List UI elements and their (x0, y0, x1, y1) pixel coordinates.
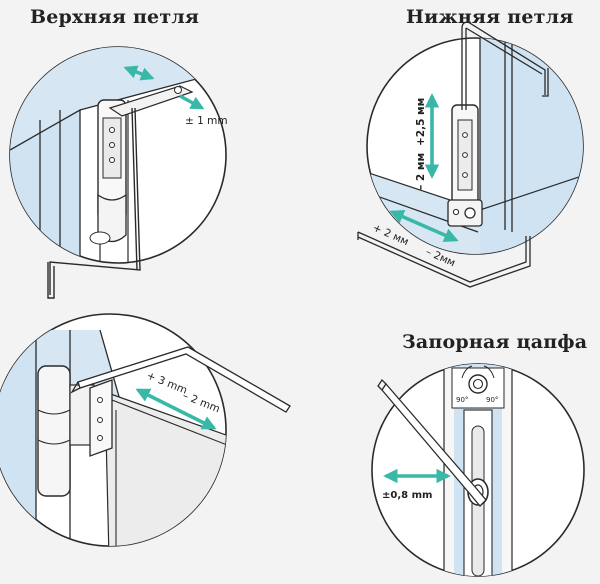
title-lock-trunnion: Запорная цапфа (402, 331, 588, 353)
arrow-top-hinge-horizontal (123, 65, 155, 81)
label-top-hinge-adjust: ± 1 mm (185, 115, 228, 127)
title-top-hinge: Верхняя петля (30, 6, 200, 28)
label-angle-left: 90° (456, 396, 468, 404)
arrow-bottom-hinge-horizontal (389, 210, 459, 242)
label-bottom-up: +2,5 мм (415, 98, 427, 146)
panel-side-adjust: + 3 mm – 2 mm (0, 313, 291, 547)
label-trunnion-adjust: ±0,8 mm (382, 490, 432, 501)
title-bottom-hinge: Нижняя петля (406, 6, 574, 28)
panel-bottom-hinge: +2,5 мм – 2 мм + 2 мм – 2мм (357, 21, 584, 288)
label-bottom-down: – 2 мм (415, 153, 427, 190)
arrow-side-adjust (135, 388, 217, 430)
panel-lock-trunnion: 90° 90° ±0,8 mm (371, 363, 585, 577)
panel-top-hinge: ± 1 mm (9, 46, 228, 299)
label-angle-right: 90° (486, 396, 498, 404)
